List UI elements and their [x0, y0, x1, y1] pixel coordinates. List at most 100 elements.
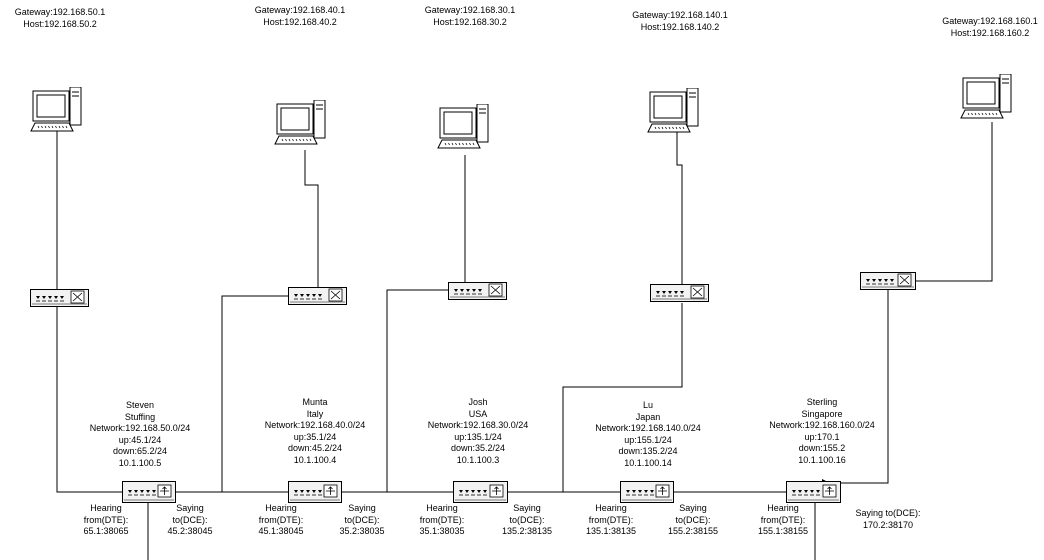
- saying-title: Saying: [679, 503, 707, 513]
- router-info-1: Steven Stuffing Network:192.168.50.0/24 …: [80, 400, 200, 469]
- saying-label-4: Saying to(DCE): 155.2:38155: [660, 503, 726, 538]
- host-label-3: Gateway:192.168.30.1 Host:192.168.30.2: [420, 5, 520, 28]
- saying-title: Saying to(DCE):: [855, 508, 921, 518]
- gateway-text: Gateway:192.168.140.1: [632, 10, 728, 20]
- saying-title: Saying: [348, 503, 376, 513]
- saying-dir: to(DCE):: [675, 514, 711, 525]
- router-name: Sterling: [806, 397, 838, 407]
- hearing-value: 35.1:38035: [419, 526, 465, 536]
- router-ip-text: 10.1.100.4: [293, 454, 337, 465]
- network-text: Network:192.168.160.0/24: [769, 420, 875, 430]
- pc-icon: [274, 100, 326, 145]
- gateway-text: Gateway:192.168.160.1: [942, 16, 1038, 26]
- saying-label-1: Saying to(DCE): 45.2:38045: [158, 503, 222, 538]
- host-ip-text: Host:192.168.30.2: [433, 16, 507, 27]
- router-location: USA: [468, 408, 488, 419]
- host-ip-text: Host:192.168.50.2: [23, 18, 97, 29]
- up-text: up:35.1/24: [293, 431, 337, 442]
- network-text: Network:192.168.50.0/24: [89, 423, 191, 433]
- down-text: down:65.2/24: [112, 446, 168, 456]
- router-info-3: Josh USA Network:192.168.30.0/24 up:135.…: [418, 397, 538, 466]
- pc-icon: [647, 88, 699, 133]
- link-line-2: [304, 150, 319, 288]
- router-ip-text: 10.1.100.16: [798, 454, 846, 465]
- pc-icon: [960, 74, 1012, 119]
- saying-value: 45.2:38045: [167, 526, 213, 536]
- router-ip-text: 10.1.100.5: [118, 457, 162, 468]
- hearing-label-1: Hearing from(DTE): 65.1:38065: [76, 503, 136, 538]
- router-location: Italy: [306, 408, 324, 419]
- router-location: Stuffing: [124, 411, 156, 422]
- saying-dir: to(DCE):: [172, 514, 208, 525]
- up-text: up:135.1/24: [454, 431, 502, 442]
- saying-value: 155.2:38155: [667, 526, 719, 536]
- saying-title: Saying: [176, 503, 204, 513]
- down-text: down:35.2/24: [450, 443, 506, 453]
- hearing-title: Hearing: [426, 503, 458, 513]
- router-icon: [786, 481, 841, 503]
- hearing-title: Hearing: [265, 503, 297, 513]
- host-ip-text: Host:192.168.160.2: [950, 27, 1030, 38]
- saying-label-2: Saying to(DCE): 35.2:38035: [330, 503, 394, 538]
- pc-icon: [30, 87, 82, 132]
- link-line-13: [822, 289, 889, 484]
- saying-label-5: Saying to(DCE): 170.2:38170: [848, 508, 928, 531]
- router-name: Munta: [302, 397, 328, 407]
- saying-title: Saying: [513, 503, 541, 513]
- network-text: Network:192.168.30.0/24: [427, 420, 529, 430]
- gateway-text: Gateway:192.168.40.1: [254, 5, 346, 15]
- hearing-title: Hearing: [90, 503, 122, 513]
- saying-dir: to(DCE):: [509, 514, 545, 525]
- up-text: up:170.1: [804, 431, 840, 442]
- router-icon: [453, 481, 508, 503]
- router-icon: [288, 481, 342, 503]
- router-name: Josh: [468, 397, 488, 407]
- hearing-title: Hearing: [595, 503, 627, 513]
- pc-icon: [437, 104, 489, 149]
- router-info-4: Lu Japan Network:192.168.140.0/24 up:155…: [588, 400, 708, 469]
- down-text: down:45.2/24: [287, 443, 343, 453]
- router-info-2: Munta Italy Network:192.168.40.0/24 up:3…: [255, 397, 375, 466]
- hearing-label-3: Hearing from(DTE): 35.1:38035: [412, 503, 472, 538]
- host-label-2: Gateway:192.168.40.1 Host:192.168.40.2: [250, 5, 350, 28]
- switch-icon: [30, 289, 89, 307]
- host-label-5: Gateway:192.168.160.1 Host:192.168.160.2: [935, 16, 1044, 39]
- hearing-label-2: Hearing from(DTE): 45.1:38045: [251, 503, 311, 538]
- switch-icon: [650, 284, 709, 302]
- up-text: up:45.1/24: [118, 434, 162, 445]
- saying-label-3: Saying to(DCE): 135.2:38135: [494, 503, 560, 538]
- hearing-dir: from(DTE):: [760, 514, 806, 525]
- hearing-label-5: Hearing from(DTE): 155.1:38155: [752, 503, 814, 538]
- saying-value: 135.2:38135: [501, 526, 553, 536]
- hearing-dir: from(DTE):: [258, 514, 304, 525]
- switch-icon: [860, 272, 916, 290]
- down-text: down:155.2: [798, 443, 846, 453]
- router-ip-text: 10.1.100.3: [456, 454, 500, 465]
- link-line-1: [56, 130, 122, 493]
- link-line-5: [915, 122, 993, 282]
- host-ip-text: Host:192.168.40.2: [263, 16, 337, 27]
- down-text: down:135.2/24: [618, 446, 678, 456]
- hearing-dir: from(DTE):: [83, 514, 129, 525]
- hearing-value: 65.1:38065: [83, 526, 129, 536]
- network-text: Network:192.168.40.0/24: [264, 420, 366, 430]
- router-icon: [122, 481, 176, 503]
- link-line-4: [676, 125, 683, 284]
- router-icon: [620, 481, 674, 503]
- up-text: up:155.1/24: [624, 434, 672, 445]
- hearing-dir: from(DTE):: [588, 514, 634, 525]
- router-ip-text: 10.1.100.14: [624, 457, 672, 468]
- switch-icon: [288, 287, 347, 305]
- hearing-value: 45.1:38045: [258, 526, 304, 536]
- hearing-label-4: Hearing from(DTE): 135.1:38135: [580, 503, 642, 538]
- router-location: Japan: [635, 411, 661, 422]
- saying-value: 170.2:38170: [862, 519, 914, 530]
- gateway-text: Gateway:192.168.50.1: [14, 7, 106, 17]
- router-location: Singapore: [801, 408, 843, 419]
- saying-dir: to(DCE):: [344, 514, 380, 525]
- router-name: Lu: [642, 400, 653, 410]
- host-label-1: Gateway:192.168.50.1 Host:192.168.50.2: [10, 7, 110, 30]
- gateway-text: Gateway:192.168.30.1: [424, 5, 516, 15]
